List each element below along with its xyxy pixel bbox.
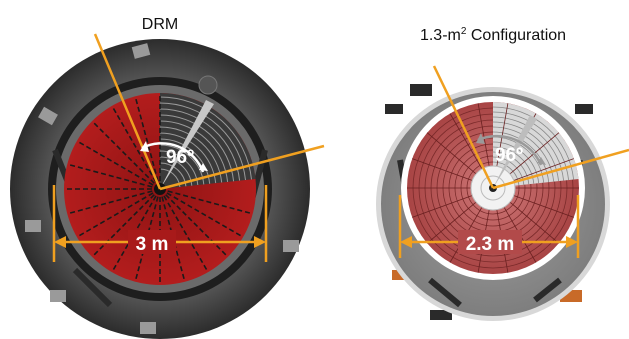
left-strut xyxy=(72,267,113,308)
right-spoke xyxy=(513,195,574,218)
left-dim-arrowhead xyxy=(254,236,266,248)
left-annotations xyxy=(52,33,325,262)
right-hub-ring xyxy=(480,175,506,201)
left-boom xyxy=(160,100,214,189)
right-strut xyxy=(428,277,462,308)
left-mount-block xyxy=(283,240,299,252)
right-spoke xyxy=(496,103,509,167)
right-title-prefix: 1.3-m xyxy=(420,27,461,44)
left-mount-block xyxy=(131,43,151,59)
right-diameter-label: 2.3 m xyxy=(466,234,515,255)
right-angle-ray-1 xyxy=(432,65,495,189)
right-title-suffix: Configuration xyxy=(466,27,566,44)
left-mount-block xyxy=(25,220,41,232)
right-spoke xyxy=(477,103,490,167)
right-dim-arrowhead xyxy=(400,236,412,248)
right-arc-arrowhead xyxy=(476,133,485,144)
right-spoke xyxy=(426,132,477,175)
right-angle-ray-2 xyxy=(492,148,629,190)
left-angle-arc xyxy=(141,142,205,173)
right-title: 1.3-m2 Configuration xyxy=(420,26,566,44)
right-bracket xyxy=(410,84,432,96)
left-spoke xyxy=(159,188,229,258)
right-arc-arrowhead xyxy=(537,157,546,165)
left-angle-label: 96º xyxy=(166,147,194,168)
left-stowed-arc xyxy=(159,108,241,181)
right-title-superscript: 2 xyxy=(461,26,467,37)
right-bracket xyxy=(430,310,452,320)
right-strut xyxy=(533,277,562,303)
left-diameter-label: 3 m xyxy=(136,234,169,255)
left-dim-arrowhead xyxy=(54,236,66,248)
left-arc-arrowhead xyxy=(140,141,149,152)
right-spoke xyxy=(449,113,483,170)
right-angle-label: 96º xyxy=(495,145,523,166)
right-dim-arrowhead xyxy=(566,236,578,248)
left-stowed-arc xyxy=(159,96,252,180)
right-bracket xyxy=(385,104,403,114)
left-arc-arrowhead xyxy=(199,163,208,171)
left-angle-ray-2 xyxy=(159,144,325,191)
right-spoke xyxy=(412,158,473,181)
right-spoke xyxy=(509,201,560,244)
left-angle-ray-1 xyxy=(93,33,162,190)
left-mount-block xyxy=(38,106,58,126)
right-boom xyxy=(493,115,537,188)
left-stowed-arc xyxy=(159,132,217,184)
right-spoke xyxy=(426,201,477,244)
left-stowed-arc xyxy=(159,102,246,181)
left-spoke xyxy=(91,188,161,258)
left-boss xyxy=(198,75,218,95)
left-spoke xyxy=(91,120,161,190)
left-dim-label-bg xyxy=(128,230,176,254)
left-stowed-arc xyxy=(159,120,229,182)
right-dim-label-bg xyxy=(458,230,522,254)
left-stowed-arc xyxy=(159,114,235,182)
left-title: DRM xyxy=(142,16,178,33)
right-spoke xyxy=(513,158,574,181)
right-angle-arc xyxy=(477,134,543,166)
right-spoke xyxy=(412,195,473,218)
left-mount-block xyxy=(50,290,66,302)
right-stowed-arc xyxy=(492,106,574,180)
right-mechanism xyxy=(376,84,610,321)
left-stowed-arc xyxy=(159,126,223,183)
right-bracket xyxy=(575,104,593,114)
left-mount-block xyxy=(140,322,156,334)
